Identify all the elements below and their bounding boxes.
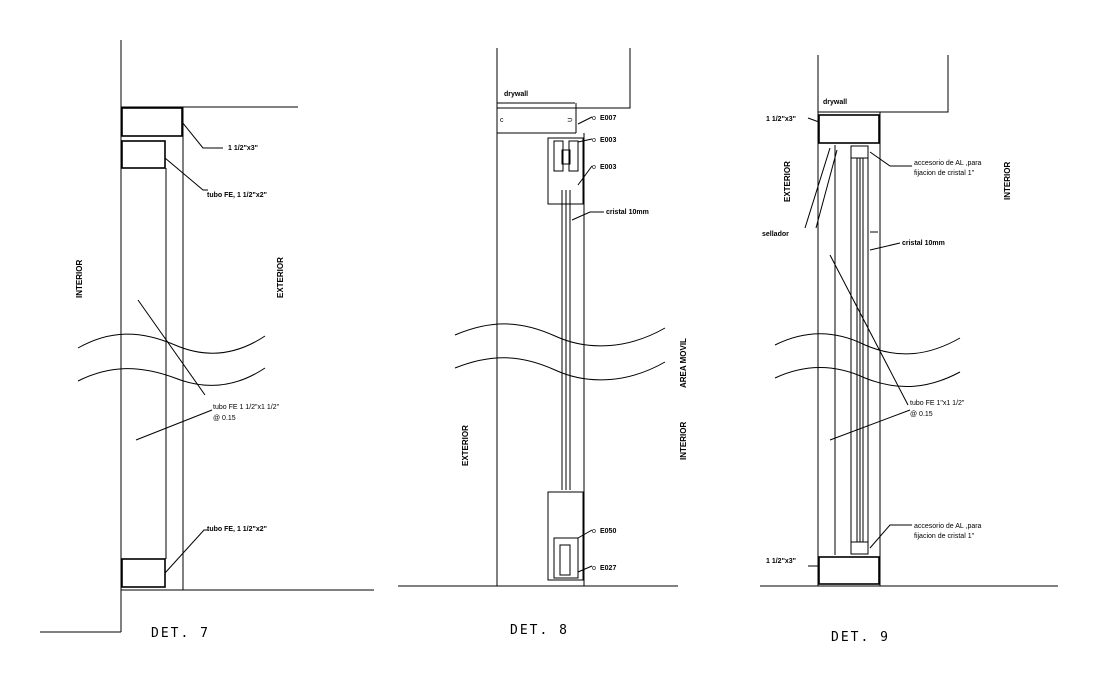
leader-lower-tube <box>164 529 208 574</box>
label-interior: INTERIOR <box>75 260 84 298</box>
circle-code-4: o <box>592 528 596 535</box>
label-top-tube: 1 1/2"x3" <box>228 145 258 152</box>
detail-9-title: DET. 9 <box>831 630 890 645</box>
leader-acc-bottom <box>869 524 912 549</box>
label-interior: INTERIOR <box>1003 162 1012 200</box>
leader-code-2 <box>577 138 593 143</box>
label-code-5: E027 <box>600 565 616 572</box>
leader-sealant-a <box>804 147 831 229</box>
leader-code-1 <box>577 116 593 125</box>
label-code-2: E003 <box>600 137 616 144</box>
bottom-accessory <box>850 541 869 555</box>
drywall-box <box>817 55 949 113</box>
bottom-tube <box>818 556 880 585</box>
break-line-top <box>77 333 266 354</box>
leader-code-3 <box>577 165 593 186</box>
leader-code-4 <box>577 529 593 539</box>
bracket-right: ⊃ <box>567 117 573 124</box>
leader-top-tube <box>181 121 223 149</box>
label-area-movil: AREA MOVIL <box>679 338 688 388</box>
top-tube <box>121 107 183 137</box>
label-bottom-tube: 1 1/2"x3" <box>766 558 796 565</box>
upper-tube <box>121 140 166 169</box>
lower-tube <box>121 558 166 588</box>
label-mid-tube-2: @ 0.15 <box>213 415 236 422</box>
label-sealant: sellador <box>762 231 789 238</box>
circle-code-5: o <box>592 565 596 572</box>
label-acc-bottom-1: accesorio de AL ,para <box>914 523 982 530</box>
break-line-top <box>454 323 666 347</box>
detail-8: c ⊃ drywall o E007 o E003 o <box>398 48 688 638</box>
top-accessory <box>850 145 869 159</box>
top-track-slot-a <box>553 140 564 172</box>
label-drywall: drywall <box>823 99 847 106</box>
bracket-left: c <box>500 117 504 124</box>
drywall-box <box>496 48 631 109</box>
label-code-1: E007 <box>600 115 616 122</box>
label-code-4: E050 <box>600 528 616 535</box>
label-exterior: EXTERIOR <box>783 161 792 202</box>
bottom-track-inner <box>553 537 579 579</box>
leader-mid-b <box>135 409 213 441</box>
label-acc-top-1: accesorio de AL ,para <box>914 160 982 167</box>
label-code-3: E003 <box>600 164 616 171</box>
label-top-tube: 1 1/2"x3" <box>766 116 796 123</box>
label-acc-top-2: fijacion de cristal 1" <box>914 170 975 177</box>
leader-cristal <box>869 242 901 251</box>
label-cristal: cristal 10mm <box>902 240 945 247</box>
top-track-slot-b <box>568 140 579 172</box>
break-line-bottom <box>454 357 666 381</box>
bottom-track <box>547 491 584 581</box>
leader-mid-a <box>137 299 206 396</box>
leader-code-5 <box>577 565 593 573</box>
label-mid-tube-2: @ 0.15 <box>910 411 933 418</box>
circle-code-1: o <box>592 115 596 122</box>
label-acc-bottom-2: fijacion de cristal 1" <box>914 533 975 540</box>
detail-7: 1 1/2"x3" tubo FE, 1 1/2"x2" tubo FE 1 1… <box>40 40 374 641</box>
label-mid-tube-1: tubo FE 1 1/2"x1 1/2" <box>213 404 280 411</box>
top-track-insert <box>561 149 571 165</box>
circle-code-2: o <box>592 137 596 144</box>
break-line-top <box>774 333 961 355</box>
leader-mid-b <box>829 409 911 441</box>
leader-mid-a <box>829 254 909 406</box>
label-cristal: cristal 10mm <box>606 209 649 216</box>
label-exterior: EXTERIOR <box>461 425 470 466</box>
label-lower-tube: tubo FE, 1 1/2"x2" <box>207 526 267 533</box>
top-tube <box>818 114 880 144</box>
leader-top-tube <box>807 117 820 123</box>
leader-cristal <box>571 211 604 221</box>
detail-7-title: DET. 7 <box>151 626 210 641</box>
leader-upper-tube <box>164 157 208 191</box>
break-line-bottom <box>774 367 961 387</box>
label-exterior: EXTERIOR <box>276 257 285 298</box>
label-mid-tube-1: tubo FE 1"x1 1/2" <box>910 400 965 407</box>
label-upper-tube: tubo FE, 1 1/2"x2" <box>207 192 267 199</box>
leader-acc-top <box>869 151 912 167</box>
detail-8-title: DET. 8 <box>510 623 569 638</box>
detail-9: drywall 1 1/2"x3" 1 1/2"x3" sellador cri… <box>760 55 1058 645</box>
break-line-bottom <box>77 367 266 386</box>
label-drywall: drywall <box>504 91 528 98</box>
circle-code-3: o <box>592 164 596 171</box>
leader-sealant-b <box>815 149 838 229</box>
bottom-track-roller <box>559 544 571 576</box>
label-interior: INTERIOR <box>679 422 688 460</box>
